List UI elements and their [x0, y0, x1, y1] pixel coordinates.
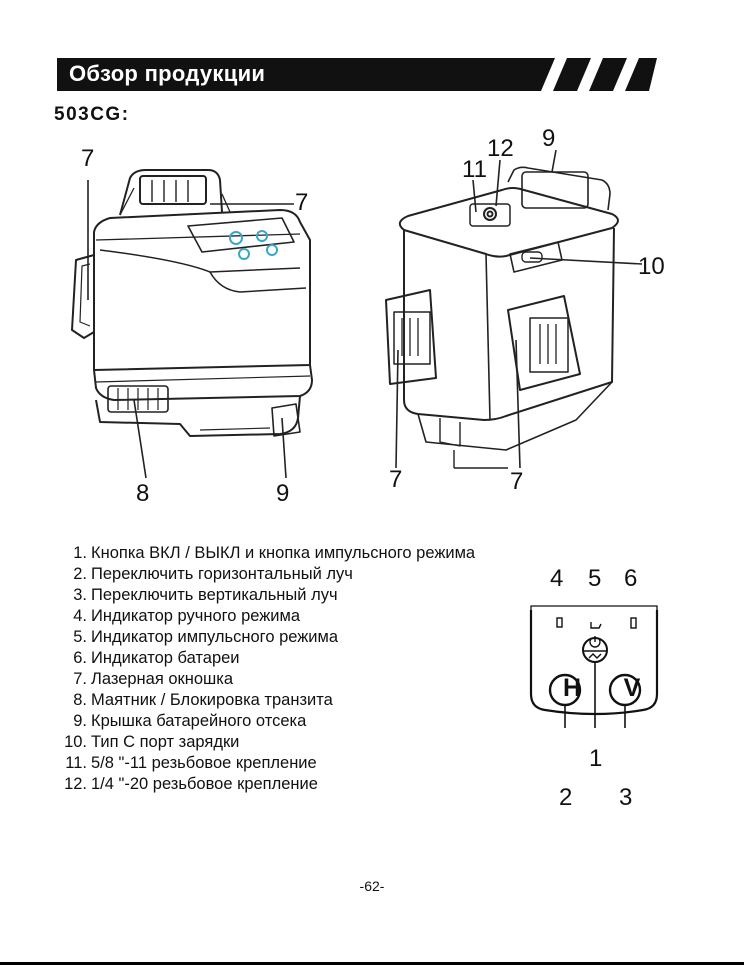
callout-7-left-top: 7	[295, 189, 309, 216]
legend-item: 12.1/4 "-20 резьбовое крепление	[64, 775, 318, 793]
callout-12-thread: 12	[487, 135, 514, 162]
page-number: -62-	[359, 878, 385, 894]
section-header: Обзор продукции	[57, 58, 657, 91]
model-label: 503CG:	[54, 104, 130, 125]
legend-item: 10.Тип С порт зарядки	[64, 733, 240, 751]
callout-7-right-right-window: 7	[510, 468, 524, 495]
h-button-label: H	[562, 674, 582, 702]
bottom-rule	[0, 962, 744, 965]
page-title: Обзор продукции	[69, 61, 266, 86]
legend-item: 11.5/8 "-11 резьбовое крепление	[65, 754, 317, 772]
legend-item: 9.Крышка батарейного отсека	[73, 712, 307, 730]
callout-7-left-handle: 7	[81, 145, 95, 172]
callout-5-pulse: 5	[588, 565, 602, 592]
legend-item: 4.Индикатор ручного режима	[73, 607, 301, 625]
manual-indicator-icon	[556, 617, 563, 628]
legend-item: 1.Кнопка ВКЛ / ВЫКЛ и кнопка импульсного…	[73, 544, 476, 562]
legend-item: 5.Индикатор импульсного режима	[73, 628, 339, 646]
pulse-indicator-icon	[590, 622, 602, 629]
legend-item: 7.Лазерная окношка	[73, 670, 234, 688]
callout-7-right-left-window: 7	[389, 466, 403, 493]
v-button-label: V	[623, 674, 641, 702]
callout-11-thread: 11	[462, 156, 487, 183]
legend-item: 3.Переключить вертикальный луч	[73, 586, 338, 604]
header-background	[57, 58, 657, 91]
callout-10-type-c: 10	[638, 253, 665, 280]
callout-4-manual: 4	[550, 565, 564, 592]
callout-2-horizontal: 2	[559, 784, 573, 811]
feature-legend: 1.Кнопка ВКЛ / ВЫКЛ и кнопка импульсного…	[56, 543, 475, 795]
callout-6-battery: 6	[624, 565, 638, 592]
callout-8-pendulum: 8	[136, 480, 150, 507]
device-right-view-illustration	[385, 150, 643, 469]
legend-item: 6.Индикатор батареи	[73, 649, 240, 667]
battery-indicator-icon	[630, 617, 637, 629]
callout-9-right-battery: 9	[542, 125, 556, 152]
callout-1-power: 1	[589, 745, 603, 772]
callout-3-vertical: 3	[619, 784, 633, 811]
callout-9-left-battery: 9	[276, 480, 290, 507]
device-left-view-illustration	[71, 169, 313, 479]
legend-item: 2.Переключить горизонтальный луч	[73, 565, 353, 583]
control-panel-diagram	[529, 605, 659, 728]
legend-item: 8.Маятник / Блокировка транзита	[73, 691, 333, 709]
